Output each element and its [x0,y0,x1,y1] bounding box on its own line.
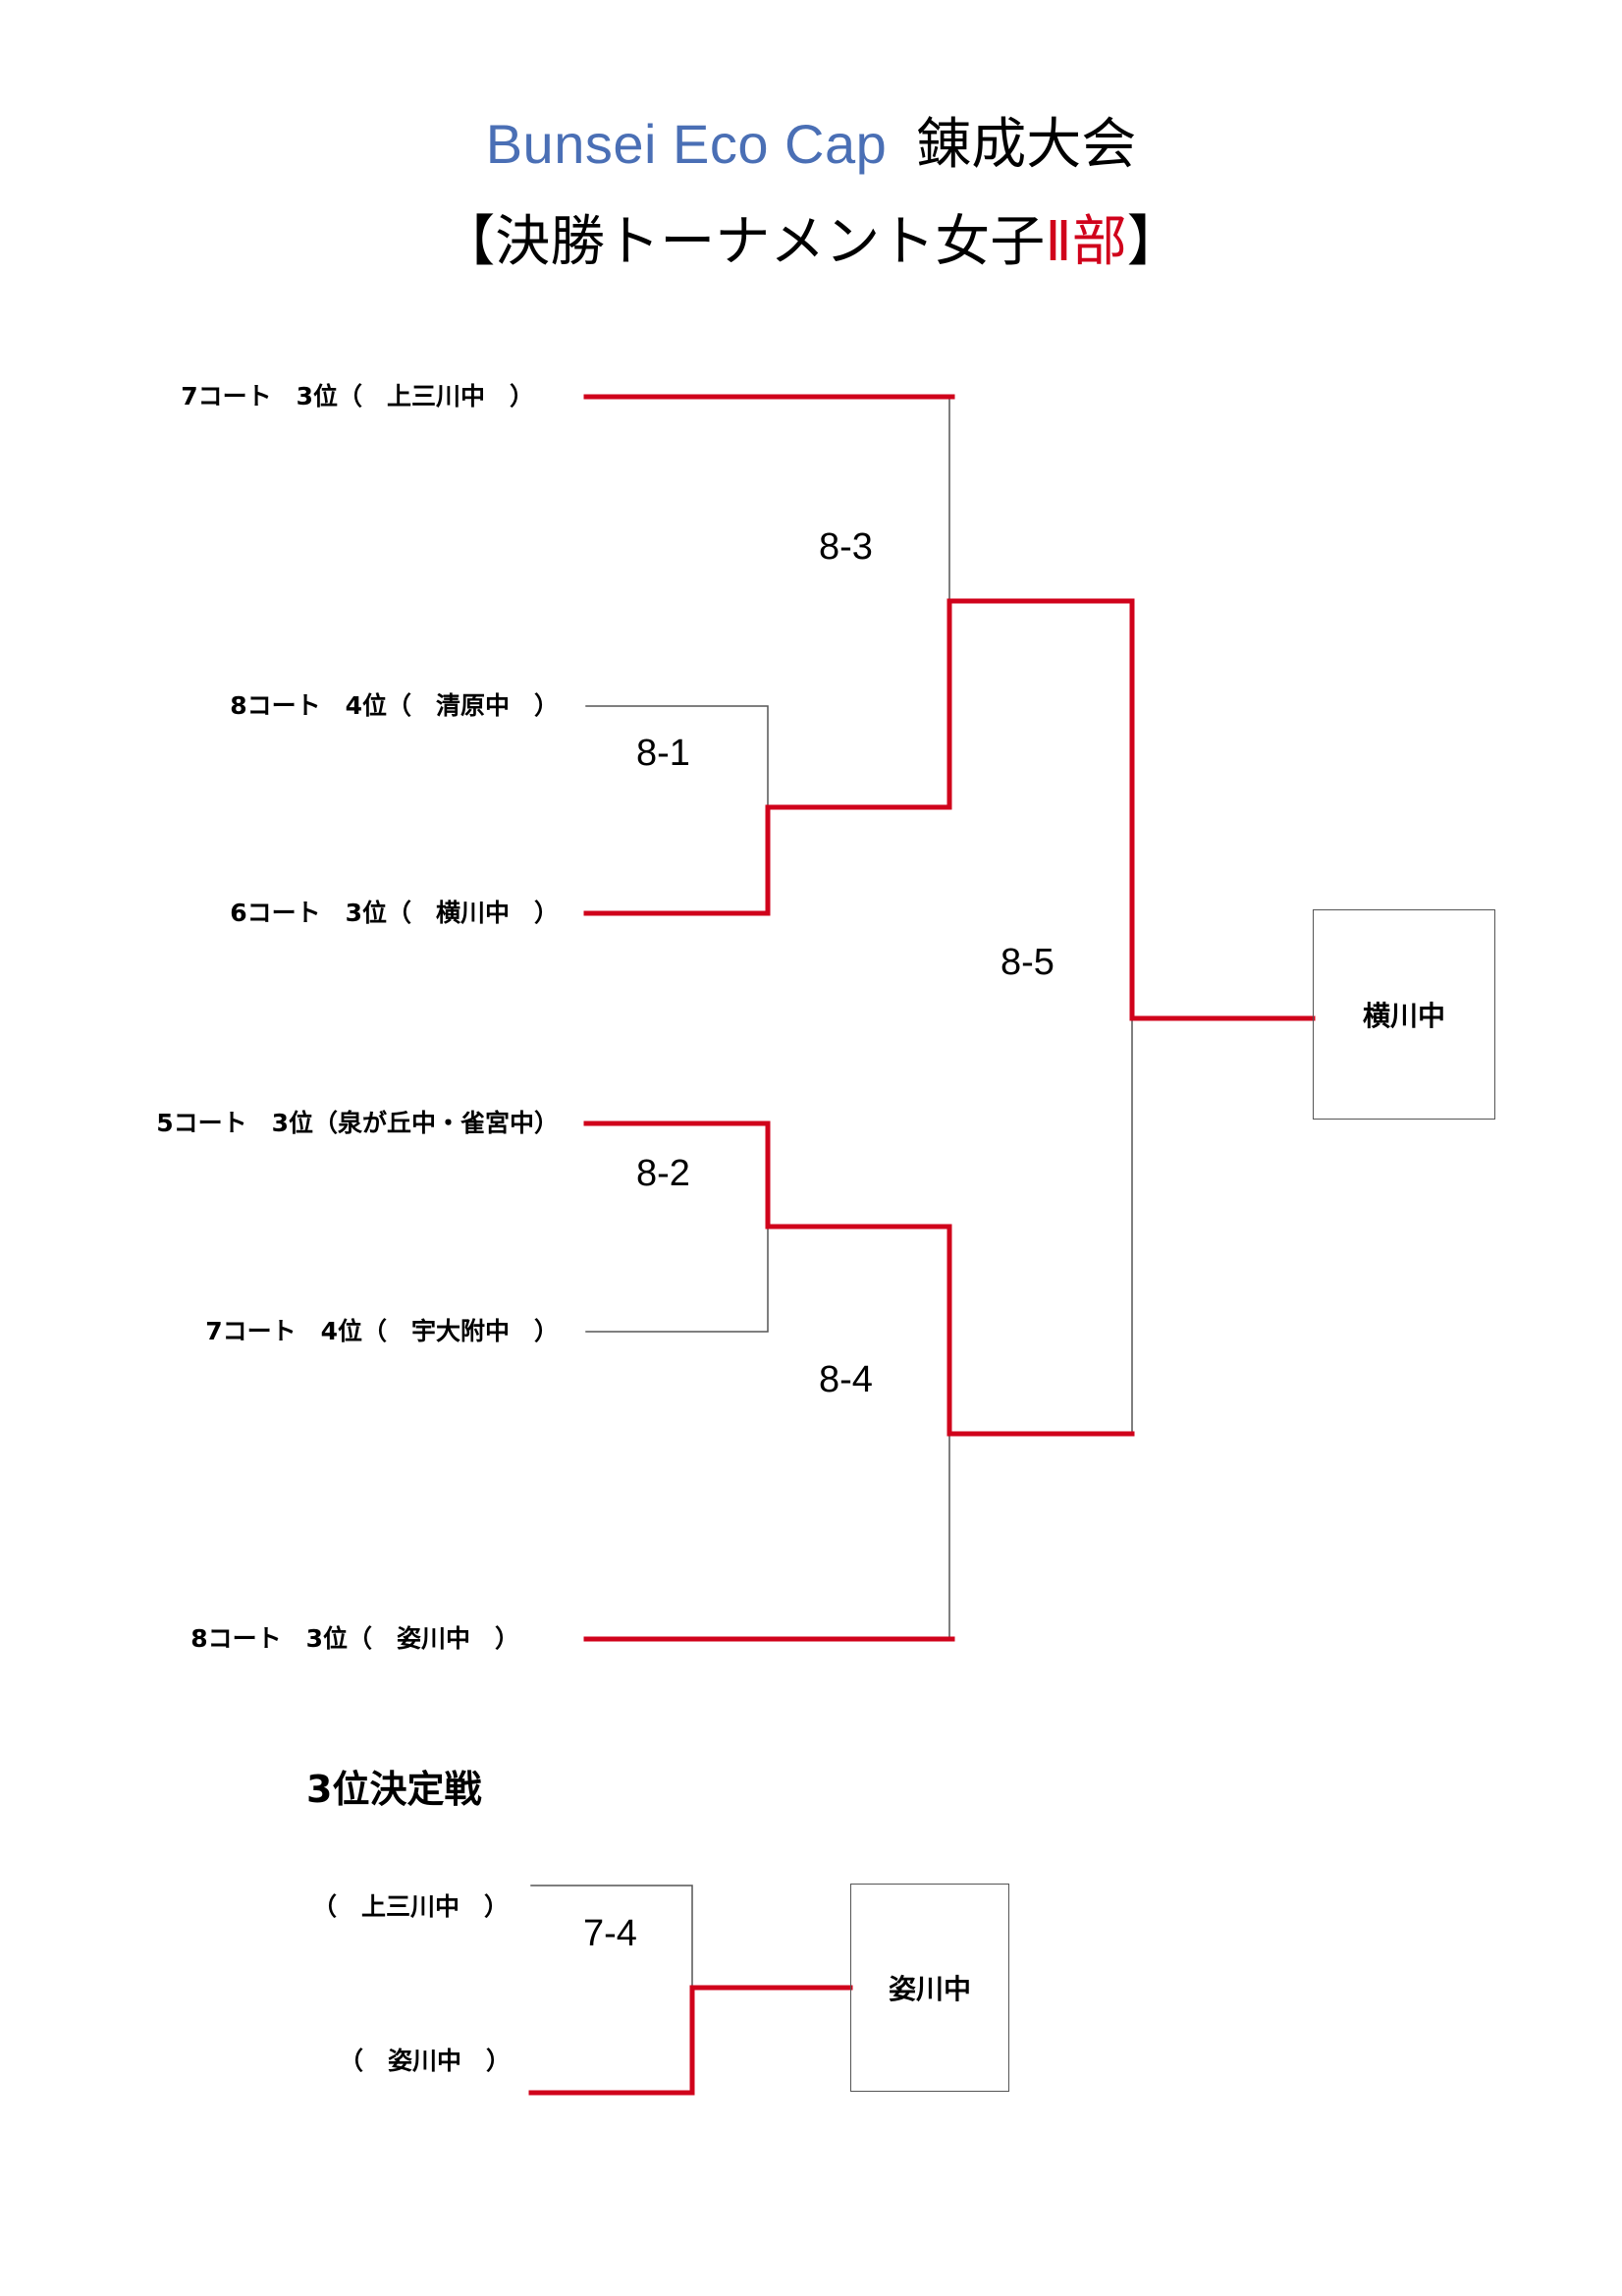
line-entry-4 [583,1121,1135,1437]
loser-lines [530,396,1133,1989]
match-label-8-3: 8-3 [819,526,873,568]
line-entry-5 [585,1226,769,1333]
match-label-7-4: 7-4 [583,1913,637,1954]
title-line-2: 【決勝トーナメント女子Ⅱ部】 [0,208,1622,277]
entry-6: 8コート 3位（ 姿川中 ） [190,1624,519,1653]
line-8-5-bottom [948,1017,1133,1435]
third-place-winner-box: 姿川中 [850,1884,1009,2092]
event-name-jp: 錬成大会 [916,113,1137,177]
entry-2: 8コート 4位（ 清原中 ） [230,691,559,720]
division-label: Ⅱ部 [1045,210,1127,274]
title-line-1: Bunsei Eco Cap 錬成大会 [0,110,1622,180]
third-place-entry-1: （ 上三川中 ） [312,1892,510,1921]
match-label-8-1: 8-1 [636,733,690,774]
third-place-entry-2: （ 姿川中 ） [339,2047,512,2075]
entry-1: 7コート 3位（ 上三川中 ） [181,382,534,410]
third-place-title: 3位決定戦 [306,1768,482,1811]
line-3rd-entry-1 [530,1885,693,1989]
match-label-8-2: 8-2 [636,1153,690,1194]
match-label-8-5: 8-5 [1000,942,1054,983]
champion-name: 横川中 [1362,1000,1445,1032]
line-entry-3 [583,598,1316,1021]
title-suffix: 】 [1126,210,1182,274]
champion-box: 横川中 [1313,909,1495,1120]
line-entry-2 [585,705,769,808]
entry-4: 5コート 3位（泉が丘中・雀宮中） [156,1109,559,1137]
event-name-en: Bunsei Eco Cap [485,113,888,175]
match-label-8-4: 8-4 [819,1359,873,1400]
third-place-winner-name: 姿川中 [888,1973,971,2005]
winner-lines [528,394,1316,2096]
entry-5: 7コート 4位（ 宇大附中 ） [205,1317,559,1345]
line-3rd-entry-2 [528,1985,853,2096]
entry-3: 6コート 3位（ 横川中 ） [230,899,559,927]
title-prefix: 【決勝トーナメント女子 [440,210,1046,274]
